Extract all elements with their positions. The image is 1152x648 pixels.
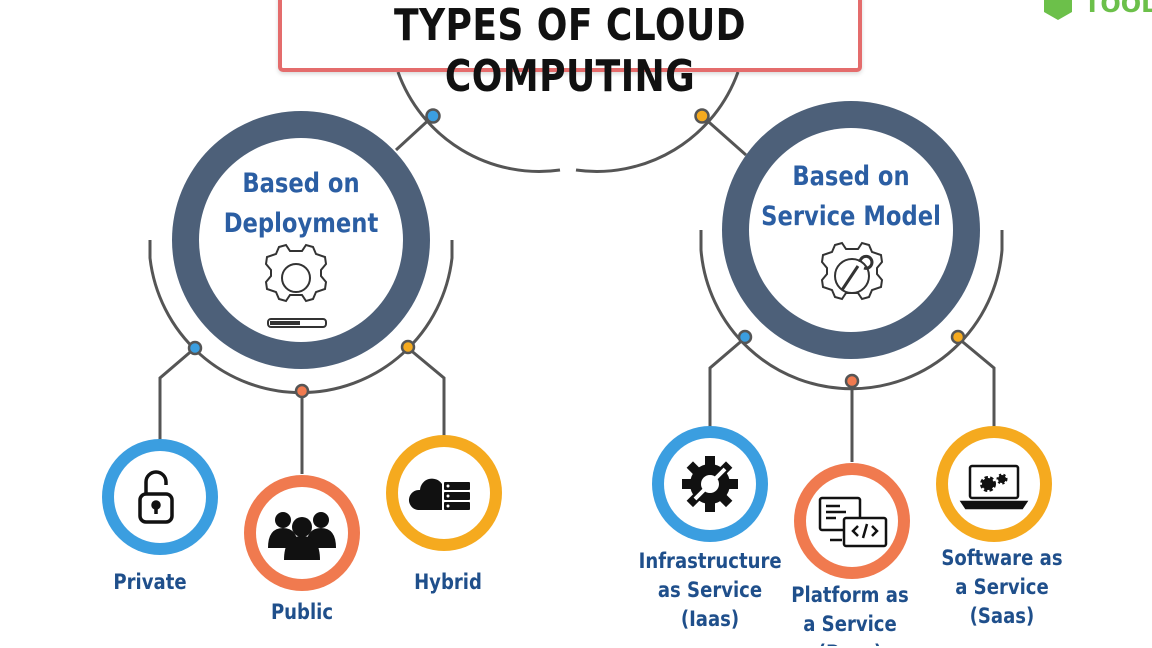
padlock-icon [138, 470, 174, 524]
service-hub-label: Based on Service Model [759, 157, 944, 237]
gear-progress-icon [264, 243, 328, 328]
code-platform-icon [818, 496, 888, 548]
public-node [244, 475, 360, 591]
link-hybrid [407, 346, 446, 440]
paas-label: Platform as a Service (Paas) [781, 581, 919, 646]
paas-node [794, 463, 910, 579]
iaas-label-line1: Infrastructure [638, 549, 782, 573]
dot-orange [844, 373, 860, 389]
dot-blue [187, 340, 203, 356]
dot-yellow [694, 108, 710, 124]
group-users-icon [268, 512, 336, 560]
deployment-hub-label: Based on Deployment [217, 164, 385, 244]
hybrid-label: Hybrid [414, 570, 482, 594]
title-arc-left [396, 71, 561, 173]
deployment-hub [172, 111, 430, 369]
iaas-label-line3: (Iaas) [680, 607, 740, 631]
link-iaas [708, 336, 746, 428]
ring-inner [114, 451, 206, 543]
logo-text: TOOL [1084, 0, 1152, 18]
saas-label: Software as a Service (Saas) [933, 544, 1071, 631]
saas-label-line3: (Saas) [969, 604, 1035, 628]
laptop-gears-icon [959, 464, 1029, 510]
link-saas [957, 336, 996, 428]
cloud-server-icon [408, 478, 470, 510]
iaas-label: Infrastructure as Service (Iaas) [639, 547, 782, 634]
joint-dots [187, 108, 966, 399]
paas-label-line2: a Service [803, 612, 897, 636]
title-box: TYPES OF CLOUD COMPUTING [278, 0, 862, 102]
logo-cube-icon [1044, 0, 1072, 20]
public-label: Public [270, 600, 334, 624]
hub-inner [749, 128, 953, 332]
saas-node [936, 426, 1052, 542]
link-private [158, 346, 196, 440]
saas-label-line2: a Service [955, 575, 1049, 599]
paas-label-line1: Platform as [791, 583, 909, 607]
hybrid-node [386, 435, 502, 551]
iaas-node [652, 426, 768, 542]
hub-label-line2: Deployment [223, 208, 379, 239]
hub-label-line1: Based on [242, 168, 360, 199]
iaas-label-line2: as Service [657, 578, 763, 602]
hub-label-line1: Based on [792, 161, 910, 192]
saas-label-line1: Software as [941, 546, 1063, 570]
dot-yellow [400, 339, 416, 355]
service-hub [722, 101, 980, 359]
hub-label-line2: Service Model [761, 201, 941, 232]
dot-blue [737, 329, 753, 345]
gears-tools-icon [682, 456, 738, 512]
paas-label-line3: (Paas) [781, 639, 919, 646]
dot-blue [425, 108, 441, 124]
private-node [102, 439, 218, 555]
link-title-service [701, 114, 747, 157]
dot-yellow [950, 329, 966, 345]
gear-wrench-icon [820, 241, 884, 301]
hub-inner [199, 138, 403, 342]
title-arc-right [575, 71, 740, 173]
link-title-deployment [394, 114, 435, 152]
dot-orange [294, 383, 310, 399]
private-label: Private [113, 570, 187, 594]
page-title: TYPES OF CLOUD COMPUTING [393, 0, 747, 102]
